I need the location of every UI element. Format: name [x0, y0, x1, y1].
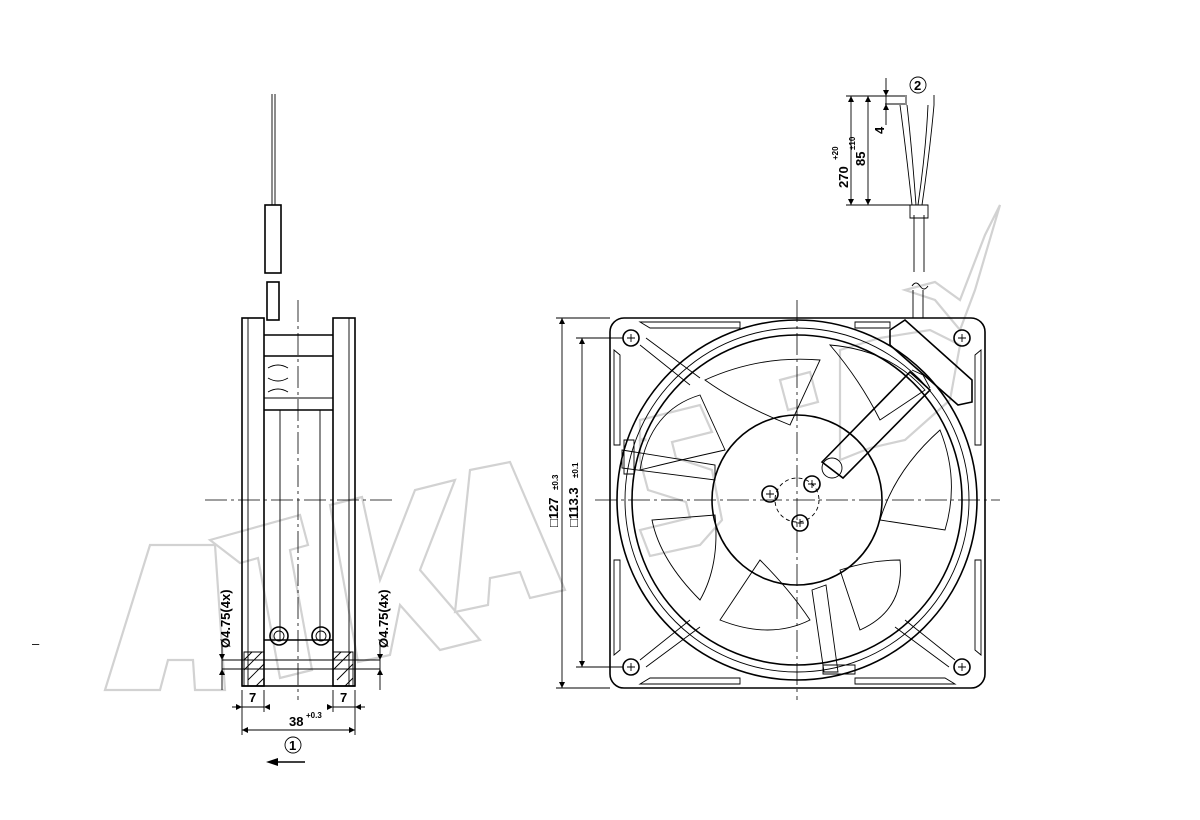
width-tol: +0.3	[306, 711, 322, 720]
wire-callout-number: 2	[914, 78, 921, 93]
hole-spacing-label: □113.3	[566, 487, 581, 527]
wire-end-label: 4	[872, 126, 887, 134]
wire-callout	[909, 76, 927, 94]
hole-spacing-tol: ±0.1	[571, 462, 580, 478]
airflow-arrow-icon	[266, 758, 278, 766]
outer-size-label: □127	[546, 497, 561, 527]
lead-length-tol: +20	[831, 146, 840, 160]
flange-left-label: 7	[249, 690, 256, 705]
dash-mark: –	[32, 636, 40, 651]
lead-length-label: 270	[836, 166, 851, 188]
strip-length-label: 85	[853, 152, 868, 166]
strip-length-tol: ±10	[848, 136, 857, 150]
front-view: 270 +20 85 ±10 4 2 □127 ±0.3 □113.3 ±0.1	[546, 76, 1000, 700]
hole-left-label: Ø4.75(4x)	[218, 589, 233, 648]
hole-right-label: Ø4.75(4x)	[376, 589, 391, 648]
width-label: 38	[289, 714, 303, 729]
airflow-callout-number: 1	[289, 738, 296, 753]
watermark-outline	[103, 204, 1002, 692]
outer-size-tol: ±0.3	[551, 474, 560, 490]
airflow-callout	[284, 736, 302, 754]
side-view: Ø4.75(4x) Ø4.75(4x) 7 7 38 +0.3 1	[205, 94, 395, 766]
flange-right-label: 7	[340, 690, 347, 705]
